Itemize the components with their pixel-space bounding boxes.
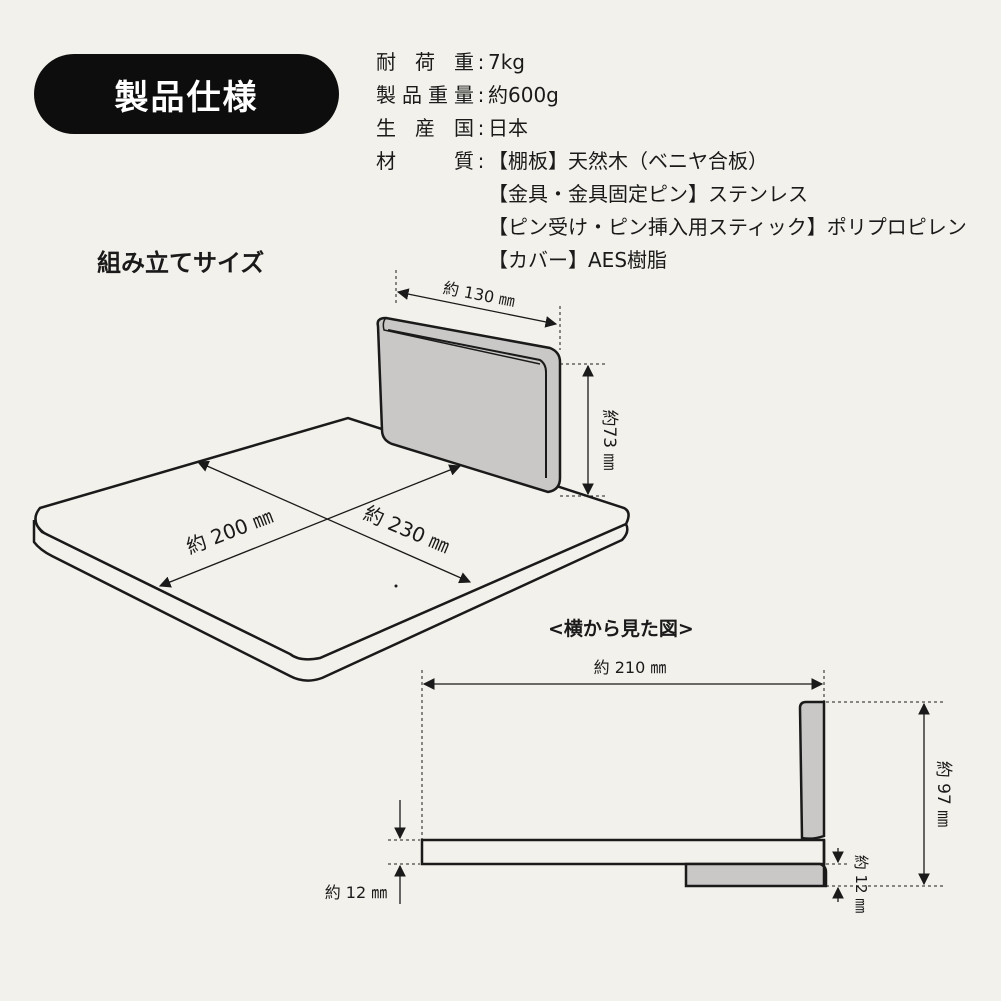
spec-value-material-cover: 【カバー】AES樹脂 — [488, 248, 668, 272]
spec-row-load: 耐荷重 : 7kg — [376, 46, 967, 79]
spec-title-badge: 製品仕様 — [34, 54, 339, 134]
spec-row-weight: 製品重量 : 約600g — [376, 79, 967, 112]
dim-height-73: 約73 ㎜ — [560, 363, 619, 497]
spec-value-material-pin: 【ピン受け・ピン挿入用スティック】ポリプロピレン — [488, 215, 967, 239]
dim-label-side-length: 約 210 ㎜ — [594, 658, 667, 677]
spec-value-load: 7kg — [488, 50, 526, 74]
spec-value-material-shelf: 【棚板】天然木（ベニヤ合板） — [488, 149, 768, 173]
dim-side-height-97: 約 97 ㎜ — [826, 701, 953, 887]
spec-key-load: 耐荷重 — [376, 50, 474, 74]
side-backplate — [798, 700, 826, 840]
spec-row-origin: 生産国 : 日本 — [376, 112, 967, 145]
dim-label-side-height: 約 97 ㎜ — [933, 761, 953, 827]
spec-list: 耐荷重 : 7kg 製品重量 : 約600g 生産国 : 日本 材質 : 【棚板… — [376, 46, 967, 277]
spec-value-weight: 約600g — [488, 83, 559, 107]
dim-label-width: 約 130 ㎜ — [442, 278, 517, 311]
spec-value-origin: 日本 — [488, 116, 528, 140]
dim-label-height: 約73 ㎜ — [599, 409, 619, 470]
backplate-panel — [376, 316, 562, 494]
isometric-shelf — [32, 316, 630, 682]
dim-side-thickness-12: 約 12 ㎜ — [325, 800, 420, 904]
dim-side-bracket-12: 約 12 ㎜ — [826, 848, 870, 913]
side-view — [420, 700, 828, 888]
side-bracket — [684, 862, 828, 888]
shelf-board-edge — [32, 520, 629, 682]
dim-side-length-210: 約 210 ㎜ — [421, 658, 825, 840]
spec-value-material-bracket: 【金具・金具固定ピン】ステンレス — [488, 182, 808, 206]
spec-key-origin: 生産国 — [376, 116, 474, 140]
spec-key-material: 材質 — [376, 149, 474, 173]
side-shelf-board — [420, 838, 826, 866]
assembled-size-title: 組み立てサイズ — [97, 249, 265, 277]
spec-row-material: 材質 : 【棚板】天然木（ベニヤ合板） 【金具・金具固定ピン】ステンレス 【ピン… — [376, 145, 967, 277]
dim-label-thickness: 約 12 ㎜ — [325, 883, 388, 902]
side-view-title: <横から見た図> — [548, 618, 694, 640]
spec-key-weight: 製品重量 — [376, 83, 474, 107]
dim-label-bracket: 約 12 ㎜ — [852, 855, 870, 914]
spec-title: 製品仕様 — [114, 77, 259, 118]
